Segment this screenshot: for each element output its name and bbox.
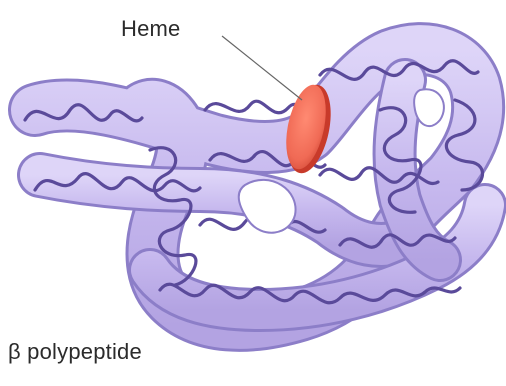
loop-gap-right	[414, 89, 444, 126]
beta-polypeptide-label: β polypeptide	[8, 339, 142, 365]
heme-leader-line	[222, 36, 302, 100]
heme-label: Heme	[121, 16, 181, 42]
tube-lower-loop-body	[40, 175, 410, 245]
